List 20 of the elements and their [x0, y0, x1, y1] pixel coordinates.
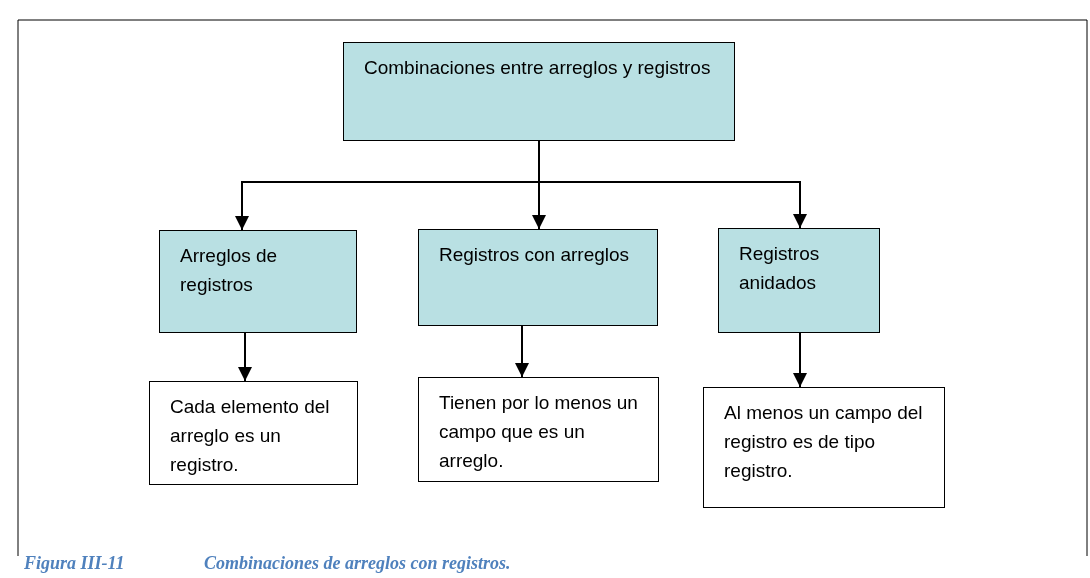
category-box — [718, 228, 880, 333]
description-box — [149, 381, 358, 485]
box-text: Arreglos de registros — [180, 244, 279, 297]
connector-arrow — [793, 332, 807, 388]
connector-arrow — [238, 332, 252, 382]
box-text: Tienen por lo menos un campo que es un arreglo. — [439, 391, 639, 473]
connector-arrow — [515, 325, 529, 378]
description-box — [703, 387, 945, 508]
box-text: Combinaciones entre arreglos y registros — [364, 56, 712, 80]
description-box — [418, 377, 659, 482]
box-text: Al menos un campo del registro es de tipo registro. — [724, 401, 924, 483]
connector-arrow — [538, 140, 807, 229]
category-box — [343, 42, 735, 141]
category-box — [418, 229, 658, 326]
figure-caption: Figura III-11 — [24, 553, 125, 574]
box-text: Cada elemento del arreglo es un registro. — [170, 395, 331, 477]
box-text: Registros con arreglos — [439, 243, 631, 267]
box-text: Registros anidados — [739, 242, 821, 295]
category-box — [159, 230, 357, 333]
caption-text: Combinaciones de arreglos con registros. — [204, 553, 511, 574]
